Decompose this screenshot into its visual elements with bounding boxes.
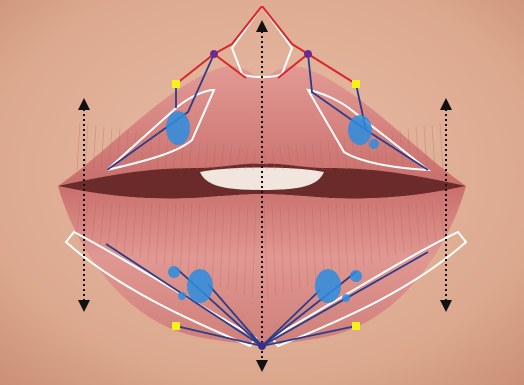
node-purple-bottom	[258, 342, 266, 350]
node-yellow-upper-left	[172, 80, 180, 88]
blob-upper-right	[348, 115, 372, 145]
blob-lower-right-tiny	[342, 294, 350, 302]
blob-upper-right-small	[369, 139, 379, 149]
node-yellow-lower-left	[172, 322, 180, 330]
blob-lower-right-small	[350, 270, 362, 282]
blob-upper-left	[166, 111, 190, 145]
node-yellow-lower-right	[352, 322, 360, 330]
blob-lower-left-tiny	[178, 292, 186, 300]
blob-lower-left-large	[187, 269, 213, 303]
node-purple-right	[304, 50, 312, 58]
blob-lower-right-large	[315, 269, 341, 303]
blob-lower-left-small	[168, 266, 180, 278]
node-yellow-upper-right	[352, 80, 360, 88]
node-purple-left	[210, 50, 218, 58]
